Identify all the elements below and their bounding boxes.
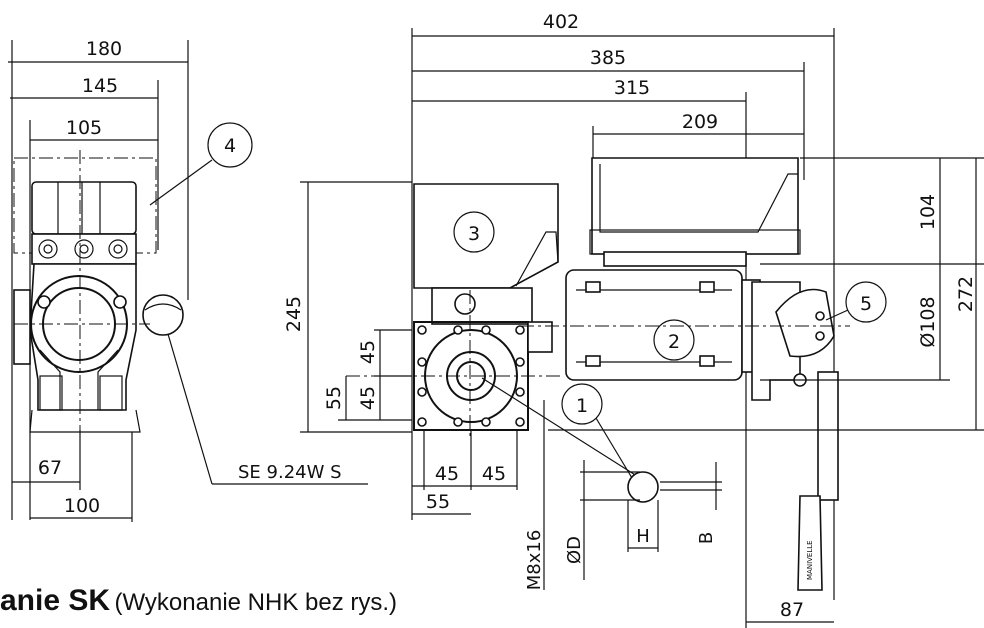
dim-55-vertical: 55 [323, 386, 345, 410]
dim-45-vertical-lower: 45 [357, 386, 379, 410]
dim-87: 87 [780, 599, 804, 621]
dim-272: 272 [955, 276, 977, 312]
callout-3: 3 [468, 223, 480, 245]
callout-5: 5 [860, 293, 872, 315]
dim-385: 385 [590, 47, 626, 69]
dim-402: 402 [543, 11, 579, 33]
left-view: 180 145 105 4 [8, 38, 368, 522]
dim-55-horizontal: 55 [426, 491, 450, 513]
caption: anie SK (Wykonanie NHK bez rys.) [0, 584, 397, 618]
dim-245: 245 [283, 296, 305, 332]
callout-4: 4 [224, 135, 236, 157]
caption-note: (Wykonanie NHK bez rys.) [114, 589, 398, 616]
callout-2: 2 [668, 331, 680, 353]
dim-45-horizontal-right: 45 [482, 463, 506, 485]
dim-104: 104 [917, 194, 939, 230]
dim-m8x16: M8x16 [524, 530, 545, 591]
dim-105: 105 [66, 117, 102, 139]
dim-67: 67 [38, 457, 62, 479]
label-se-9-24ws: SE 9.24W S [238, 462, 342, 483]
handle-label: MANIVELLE [806, 540, 814, 580]
dim-145: 145 [82, 75, 118, 97]
dim-h: H [636, 526, 650, 547]
caption-title: anie SK [0, 584, 111, 617]
dim-od: ØD [564, 536, 585, 564]
dim-45-vertical-upper: 45 [357, 340, 379, 364]
callout-1: 1 [576, 395, 588, 417]
right-view: 402 385 315 209 3 [283, 11, 984, 628]
dim-180: 180 [86, 38, 122, 60]
dim-o108: Ø108 [917, 296, 939, 347]
dim-100: 100 [64, 495, 100, 517]
dim-45-horizontal-left: 45 [435, 463, 459, 485]
dim-315: 315 [614, 77, 650, 99]
dim-b: B [696, 532, 717, 544]
dim-209: 209 [682, 111, 718, 133]
